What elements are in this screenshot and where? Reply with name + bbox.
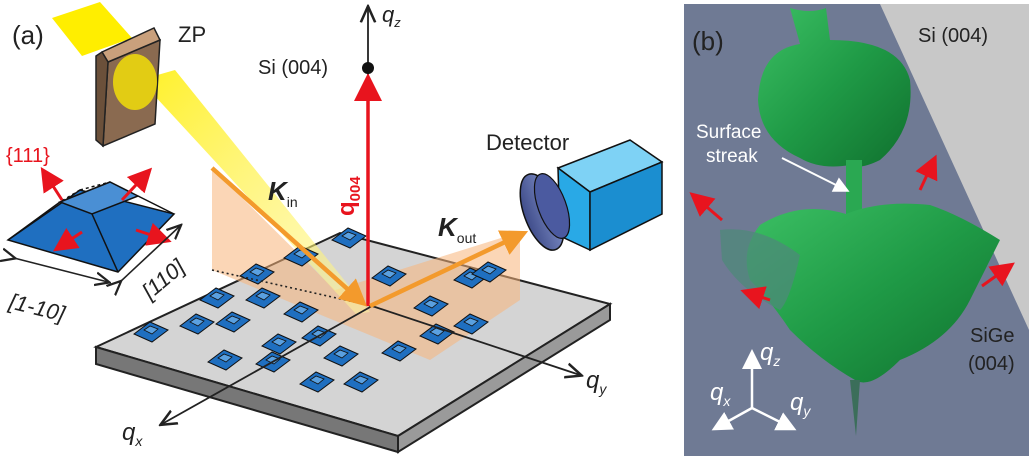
pyramid <box>471 261 507 283</box>
pyramid <box>371 265 407 287</box>
si004-reciprocal-point <box>362 62 374 74</box>
pyramid <box>207 349 243 371</box>
qy-label-b: qy <box>790 389 811 419</box>
pyramid <box>215 311 251 333</box>
facet-normal-arrow <box>689 192 723 222</box>
facet-normal-arrow <box>53 228 83 252</box>
facet-normal-arrow <box>40 166 64 201</box>
direction-110-label: [110] <box>136 254 190 305</box>
direction-1m10-arrow <box>14 258 108 282</box>
qz-label-b: qz <box>760 339 780 369</box>
detector-label: Detector <box>486 130 569 155</box>
qy-axis <box>371 305 580 375</box>
panel-b <box>684 4 1029 456</box>
pyramid <box>179 313 215 335</box>
qx-label-b: qx <box>710 379 731 409</box>
direction-110-arrow <box>120 226 180 282</box>
panel-b-label: (b) <box>692 26 724 56</box>
zp-label: ZP <box>178 22 206 47</box>
kin-label: Kin <box>268 176 298 210</box>
pyramid <box>261 333 297 355</box>
zone-plate <box>95 27 162 148</box>
panel-a-label: (a) <box>12 20 44 50</box>
pyramid <box>453 313 489 335</box>
pyramid <box>343 371 379 393</box>
qz-label: qz <box>382 2 401 30</box>
pyramid <box>299 371 335 393</box>
kin-vector <box>210 166 368 307</box>
pyramid <box>323 345 359 367</box>
pyramid <box>331 227 367 249</box>
kout-vector <box>369 230 529 309</box>
surface-streak-label-2: streak <box>706 146 758 167</box>
panel-a: (a) ZP Si (004) qz {111} Kin q004 Kout D… <box>6 2 664 454</box>
kout-label: Kout <box>438 212 476 246</box>
sige-label-2: (004) <box>968 353 1015 375</box>
pyramid-array <box>133 227 507 393</box>
coordinate-triad <box>711 349 797 431</box>
pyramid <box>283 301 319 323</box>
iso-surface <box>720 8 1000 436</box>
si004-label: Si (004) <box>258 57 328 79</box>
pyramid <box>199 287 235 309</box>
scattering-plane <box>212 168 520 360</box>
facet-normal-arrow <box>981 262 1015 288</box>
facet-pyramid <box>8 166 180 282</box>
qx-axis <box>162 305 373 424</box>
facet-normal-arrow <box>915 154 938 191</box>
pyramid <box>245 287 281 309</box>
surface-streak-label: Surface <box>696 122 761 143</box>
qx-label: qx <box>122 419 143 449</box>
pyramid <box>381 340 417 362</box>
streak-pointer <box>781 157 850 192</box>
direction-1m10-label: [1-10] <box>6 288 68 326</box>
q004-label: q004 <box>333 176 364 216</box>
si004-label-b: Si (004) <box>918 25 988 47</box>
detector <box>519 139 664 252</box>
facet-normal-arrow <box>120 167 153 202</box>
pyramid <box>133 321 169 343</box>
pyramid <box>419 323 455 345</box>
sige-label: SiGe <box>970 325 1014 347</box>
pyramid <box>413 295 449 317</box>
qy-label: qy <box>586 367 607 397</box>
facet-normal-arrow <box>740 286 771 310</box>
pyramid <box>239 263 275 285</box>
facet-111-label: {111} <box>6 145 50 167</box>
